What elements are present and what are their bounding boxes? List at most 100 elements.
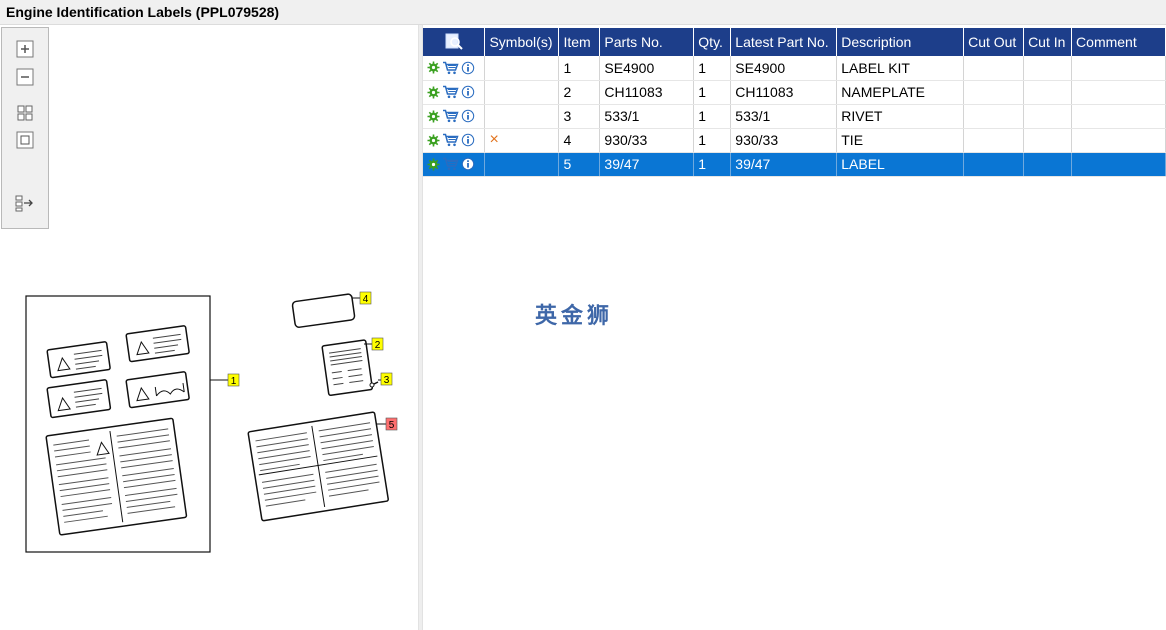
column-header-parts-no[interactable]: Parts No. [599,28,695,56]
rivet-part[interactable] [369,379,381,388]
column-header-comment[interactable]: Comment [1071,28,1166,56]
cell-qty: 1 [693,80,732,105]
cell-symbol [484,152,560,177]
cell-cut-in [1023,152,1073,177]
cart-icon[interactable] [442,157,459,171]
cell-description: RIVET [836,104,965,129]
actual-size-icon [16,131,34,149]
column-header-description[interactable]: Description [836,28,965,56]
cell-part-no: 930/33 [599,128,695,153]
cell-latest-part-no: 39/47 [730,152,838,177]
gear-icon[interactable] [427,86,440,99]
table-row[interactable]: × 4 930/33 1 930/33 TIE [423,128,1166,153]
cell-symbol-text: × [489,131,499,148]
toggle-list-button[interactable] [14,192,36,214]
fit-all-button[interactable] [14,102,36,124]
column-header-latest-part-no[interactable]: Latest Part No. [730,28,838,56]
cell-qty: 1 [693,128,732,153]
zoom-in-button[interactable] [14,38,36,60]
cell-cut-out [963,128,1025,153]
pane-splitter[interactable] [418,25,423,630]
table-row[interactable]: 5 39/47 1 39/47 LABEL [423,152,1166,177]
callout-4[interactable]: 4 [359,291,372,305]
column-header-qty[interactable]: Qty. [693,28,732,56]
cell-symbol [484,104,560,129]
gear-icon[interactable] [427,110,440,123]
info-icon[interactable] [461,85,475,99]
info-icon[interactable] [461,157,475,171]
cell-symbol: × [484,128,560,153]
row-actions [423,104,486,129]
cell-part-no: CH11083 [599,80,695,105]
cell-cut-out [963,56,1025,81]
column-header-cut-out[interactable]: Cut Out [963,28,1025,56]
cell-qty: 1 [693,56,732,81]
zoom-out-button[interactable] [14,66,36,88]
cell-comment [1071,152,1166,177]
cell-latest-part-no: 930/33 [730,128,838,153]
table-row[interactable]: 1 SE4900 1 SE4900 LABEL KIT [423,56,1166,81]
column-header-actions[interactable] [423,28,486,56]
gear-icon[interactable] [427,158,440,171]
cell-symbol [484,80,560,105]
cart-icon[interactable] [442,61,459,75]
cell-part-no: SE4900 [599,56,695,81]
callout-5[interactable]: 5 [385,417,398,431]
gear-icon[interactable] [427,134,440,147]
row-actions [423,80,486,105]
callout-1[interactable]: 1 [227,373,240,387]
parts-list-pane: Symbol(s) Item Parts No. Qty. Latest Par… [423,25,1166,630]
parts-table: Symbol(s) Item Parts No. Qty. Latest Par… [423,28,1166,177]
cell-part-no: 533/1 [599,104,695,129]
cell-description: LABEL KIT [836,56,965,81]
callout-3[interactable]: 3 [380,372,393,386]
column-header-symbols[interactable]: Symbol(s) [484,28,560,56]
cart-icon[interactable] [442,109,459,123]
column-header-cut-in[interactable]: Cut In [1023,28,1073,56]
cart-icon[interactable] [442,133,459,147]
cell-part-no: 39/47 [599,152,695,177]
label-kit-sheet[interactable] [25,295,228,553]
illustration-pane[interactable]: 1 2 3 4 5 [0,25,418,630]
row-actions [423,152,486,177]
gear-icon[interactable] [427,61,440,74]
cell-cut-out [963,104,1025,129]
info-icon[interactable] [461,109,475,123]
exploded-drawing[interactable]: 1 2 3 4 5 [0,260,418,590]
column-header-item[interactable]: Item [558,28,601,56]
cell-item: 5 [558,152,601,177]
cell-qty: 1 [693,104,732,129]
callout-2-label: 2 [375,340,381,351]
actual-size-button[interactable] [14,129,36,151]
table-row[interactable]: 2 CH11083 1 CH11083 NAMEPLATE [423,80,1166,105]
tie-part[interactable] [291,293,360,328]
label-part[interactable] [247,411,389,522]
callout-1-label: 1 [231,376,237,387]
cell-cut-in [1023,128,1073,153]
cell-latest-part-no: 533/1 [730,104,838,129]
cart-icon[interactable] [442,85,459,99]
callout-3-label: 3 [384,375,390,386]
title-bar: Engine Identification Labels (PPL079528) [0,0,1166,25]
callout-2[interactable]: 2 [371,337,384,351]
cell-item: 1 [558,56,601,81]
nameplate-part[interactable] [321,339,374,397]
search-icon [445,33,463,50]
callout-4-label: 4 [363,294,369,305]
table-header-row: Symbol(s) Item Parts No. Qty. Latest Par… [423,28,1166,56]
cell-description: NAMEPLATE [836,80,965,105]
cell-comment [1071,128,1166,153]
info-icon[interactable] [461,133,475,147]
cell-comment [1071,104,1166,129]
cell-description: TIE [836,128,965,153]
fit-all-icon [17,105,33,121]
zoom-in-icon [16,40,34,58]
table-row[interactable]: 3 533/1 1 533/1 RIVET [423,104,1166,129]
callout-5-label: 5 [389,420,395,431]
info-icon[interactable] [461,61,475,75]
cell-cut-in [1023,104,1073,129]
cell-description: LABEL [836,152,965,177]
cell-item: 4 [558,128,601,153]
row-actions [423,56,486,81]
cell-comment [1071,80,1166,105]
